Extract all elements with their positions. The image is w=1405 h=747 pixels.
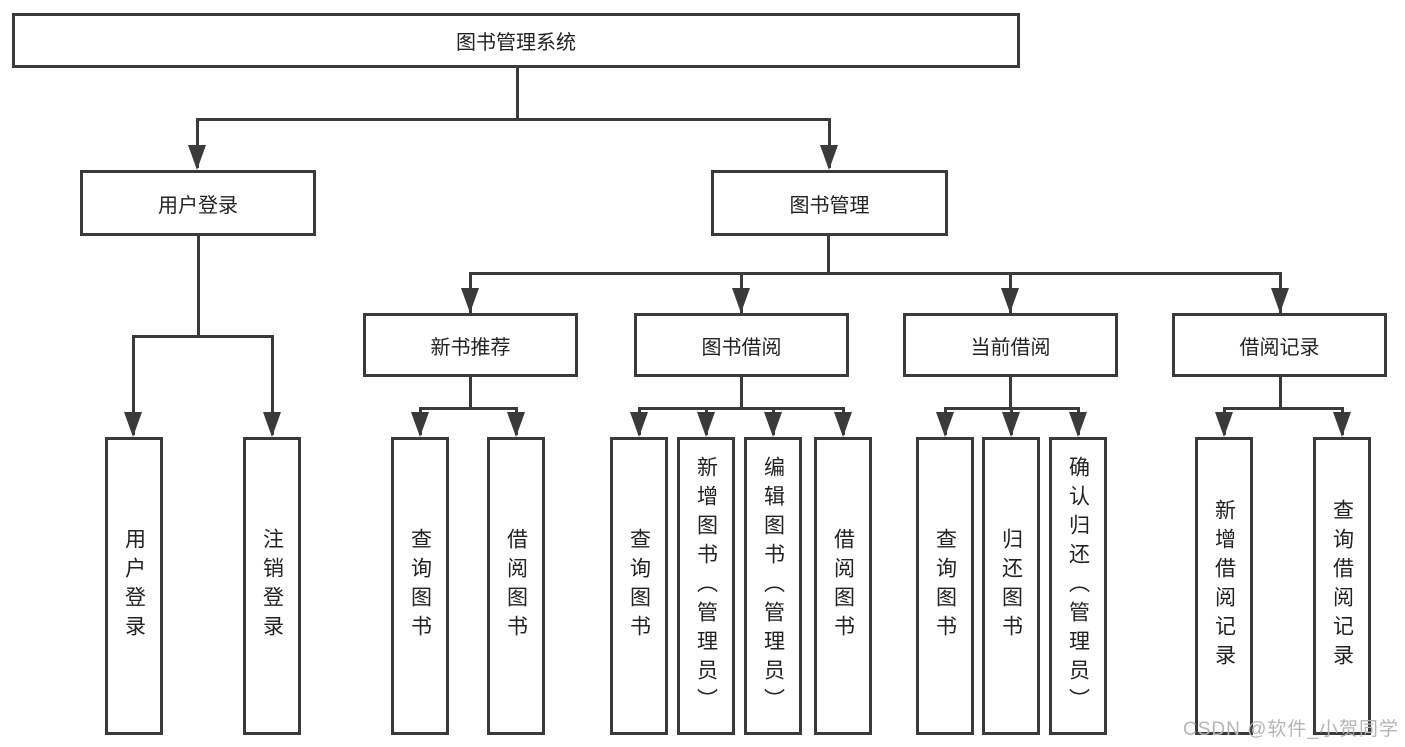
arrow-down-icon [263,412,281,437]
leaf-logout: 注销登录 [243,437,301,735]
connector-line [132,335,274,338]
node-label: 借阅记录 [1239,336,1320,359]
node-new-book-recommend: 新书推荐 [363,313,578,377]
connector-line [516,68,519,118]
arrow-down-icon [936,412,954,437]
csdn-watermark: CSDN @软件_小贺同学 [1183,719,1399,740]
arrow-down-icon [1333,412,1351,437]
leaf-label: 查询借阅记录 [1330,499,1354,673]
leaf-return-books: 归还图书 [982,437,1040,735]
leaf-label: 注销登录 [260,528,284,644]
node-root: 图书管理系统 [12,13,1020,68]
leaf-borrow-books-recommend: 借阅图书 [487,437,545,735]
connector-line [196,118,199,168]
leaf-label: 用户登录 [122,528,146,644]
node-label: 用户登录 [158,194,238,217]
connector-line [1009,377,1012,410]
leaf-user-login: 用户登录 [105,437,163,735]
arrow-down-icon [411,412,429,437]
connector-line [197,236,200,335]
connector-line [419,407,518,410]
leaf-label: 查询图书 [627,528,651,644]
arrow-down-icon [1002,412,1020,437]
leaf-label: 归还图书 [999,528,1023,644]
node-root-label: 图书管理系统 [456,32,576,54]
connector-line [196,118,831,121]
leaf-label: 查询图书 [933,528,957,644]
connector-line [827,236,830,275]
arrow-down-icon [834,412,852,437]
leaf-label: 新增图书（管理员） [694,455,718,717]
arrow-down-icon [507,412,525,437]
arrow-down-icon [697,412,715,437]
arrow-down-icon [1215,412,1233,437]
connector-line [828,118,831,168]
connector-line [740,377,743,410]
node-label: 当前借阅 [970,336,1051,359]
arrow-down-icon [1001,288,1019,313]
arrow-down-icon [461,288,479,313]
node-user-login: 用户登录 [80,170,316,236]
connector-line [1223,407,1344,410]
node-book-borrow: 图书借阅 [634,313,849,377]
arrow-down-icon [124,412,142,437]
connector-line [469,377,472,410]
leaf-query-borrow-record: 查询借阅记录 [1313,437,1371,735]
leaf-label: 确认归还（管理员） [1066,455,1090,717]
leaf-query-books-current: 查询图书 [916,437,974,735]
connector-line [638,407,845,410]
arrow-down-icon [188,145,206,170]
node-borrow-record: 借阅记录 [1172,313,1387,377]
arrow-down-icon [630,412,648,437]
arrow-down-icon [820,145,838,170]
node-label: 图书管理 [789,194,870,217]
leaf-edit-books-admin: 编辑图书（管理员） [744,437,802,735]
node-label: 新书推荐 [430,336,511,359]
leaf-add-borrow-record: 新增借阅记录 [1195,437,1253,735]
arrow-down-icon [1069,412,1087,437]
leaf-label: 编辑图书（管理员） [761,455,785,717]
arrow-down-icon [732,288,750,313]
arrow-down-icon [764,412,782,437]
node-current-borrow: 当前借阅 [903,313,1118,377]
leaf-confirm-return-admin: 确认归还（管理员） [1049,437,1107,735]
connector-line [132,335,135,435]
connector-line [469,272,1282,275]
leaf-add-books-admin: 新增图书（管理员） [677,437,735,735]
connector-line [1279,377,1282,410]
leaf-label: 查询图书 [408,528,432,644]
leaf-label: 借阅图书 [831,528,855,644]
node-book-management: 图书管理 [711,170,948,236]
arrow-down-icon [1271,288,1289,313]
connector-line [271,335,274,435]
leaf-label: 借阅图书 [504,528,528,644]
node-label: 图书借阅 [701,336,782,359]
leaf-query-books-borrow: 查询图书 [610,437,668,735]
leaf-query-books-recommend: 查询图书 [391,437,449,735]
leaf-borrow-books: 借阅图书 [814,437,872,735]
leaf-label: 新增借阅记录 [1212,499,1236,673]
